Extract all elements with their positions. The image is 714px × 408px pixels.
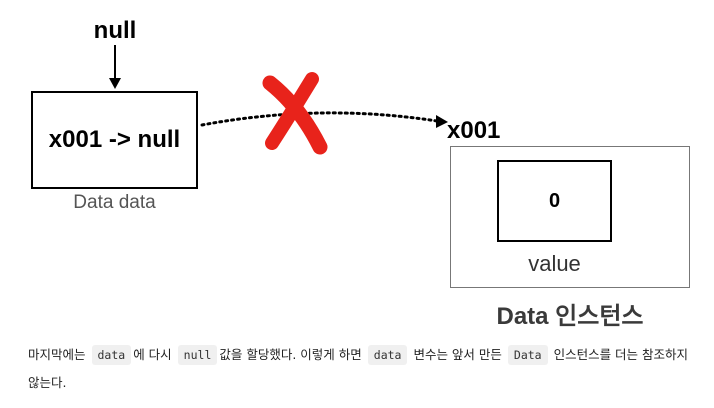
- cross-mark-icon: [262, 72, 328, 155]
- caption-text: 인스턴스를 더는 참조하지 않는다.: [28, 347, 689, 390]
- variable-box: [31, 91, 198, 189]
- code-data: data: [367, 345, 408, 365]
- instance-address-label: x001: [447, 117, 501, 144]
- code-data: data: [91, 345, 132, 365]
- null-arrow: [109, 45, 121, 89]
- caption-text: 에 다시: [133, 347, 172, 362]
- field-value: 0: [548, 189, 561, 212]
- field-box: [497, 160, 612, 242]
- null-label: null: [93, 17, 137, 44]
- instance-label: Data 인스턴스: [496, 303, 644, 330]
- code-data-class: Data: [507, 345, 548, 365]
- variable-reference-text: x001 -> null: [48, 126, 181, 153]
- caption-text: 값을 할당했다. 이렇게 하면: [219, 347, 362, 362]
- reference-arrow: [200, 111, 448, 128]
- variable-caption: Data data: [73, 192, 156, 213]
- instance-box: [450, 146, 690, 288]
- field-label: value: [528, 251, 581, 276]
- caption-text: 변수는 앞서 만든: [413, 347, 502, 362]
- caption-text: 마지막에는: [28, 347, 86, 362]
- code-null: null: [177, 345, 218, 365]
